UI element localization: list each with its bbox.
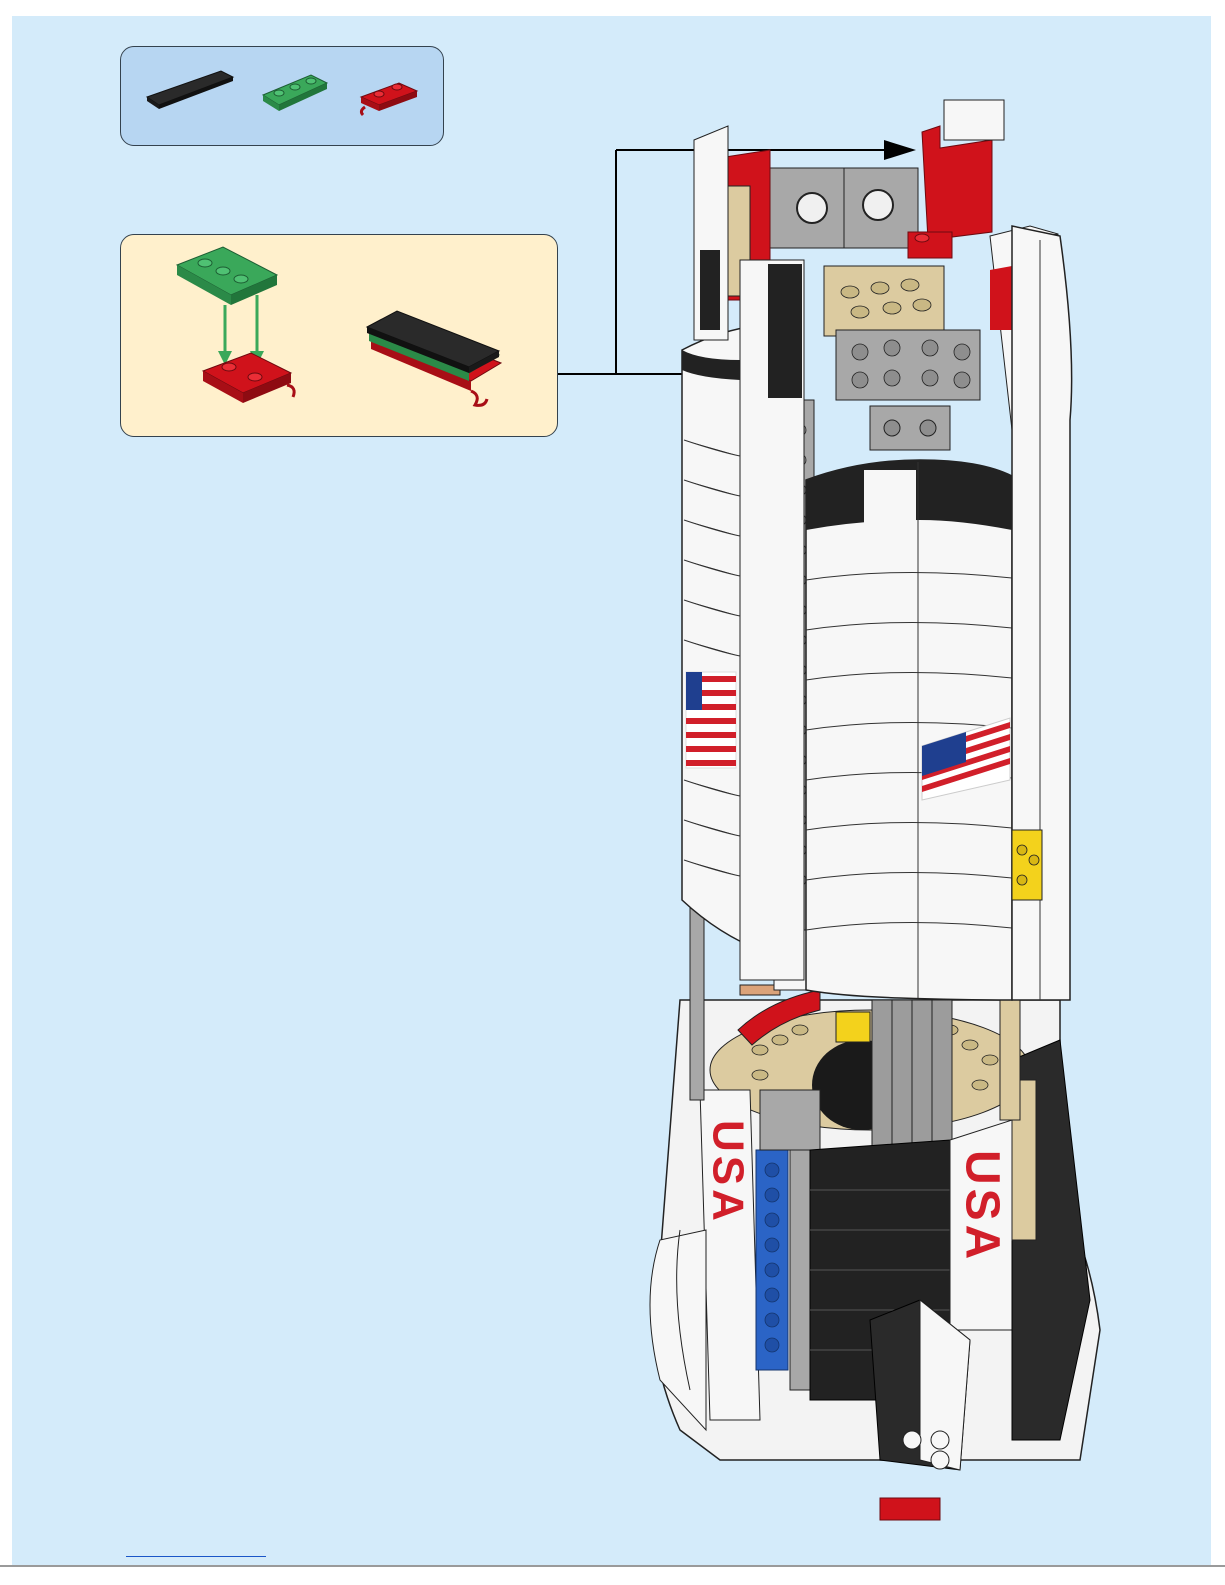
- upper-stage: [682, 100, 1072, 1000]
- usa-decal-left: USA: [704, 1120, 753, 1225]
- flag-left: [686, 672, 736, 768]
- usa-decal-right: USA: [956, 1150, 1009, 1263]
- footer-link-underline[interactable]: [126, 1556, 266, 1557]
- footer-rule: [0, 1565, 1225, 1567]
